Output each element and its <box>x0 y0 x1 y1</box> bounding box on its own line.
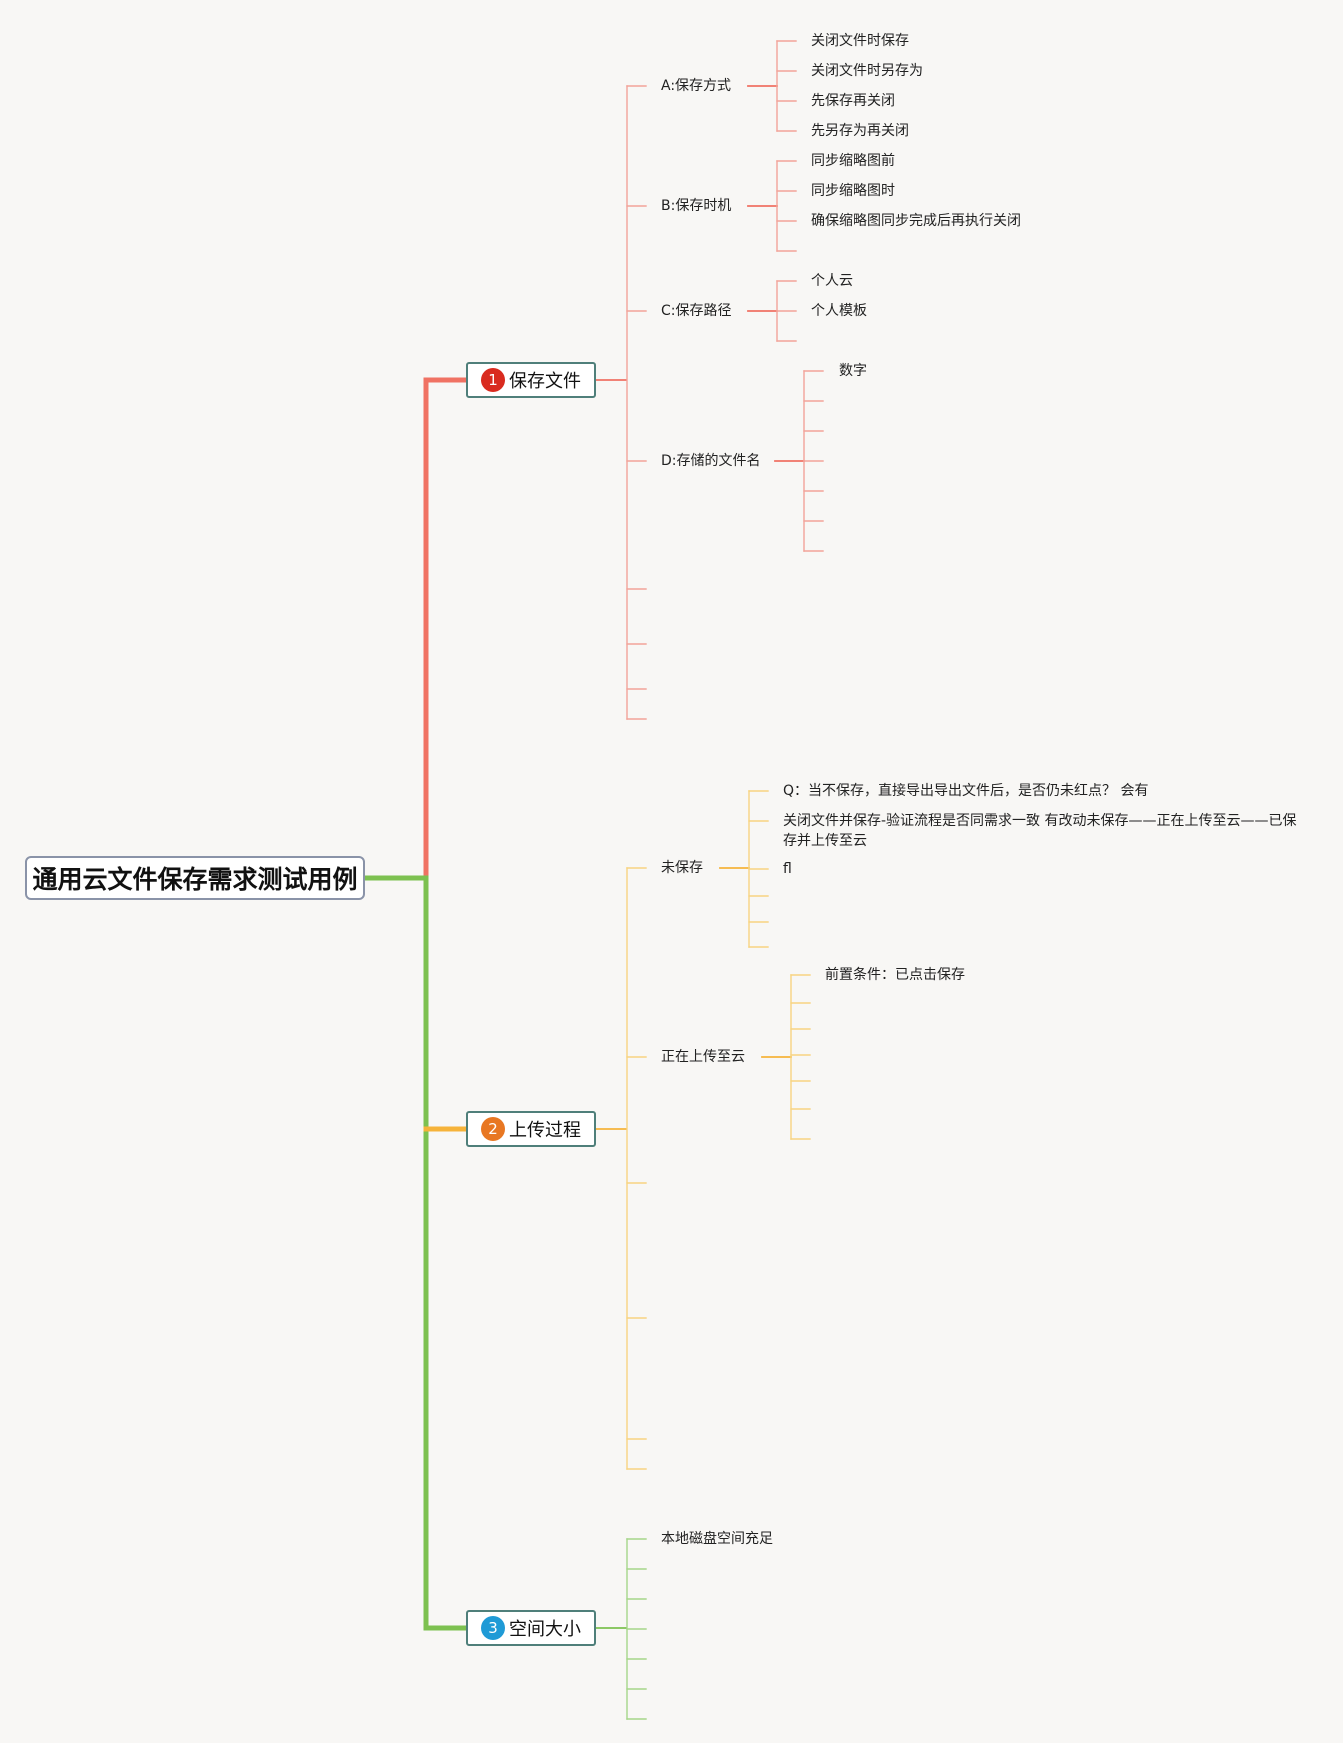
leaf-item[interactable]: 数字 <box>839 363 867 379</box>
branch-node-upload-process[interactable]: 2 上传过程 <box>466 1111 596 1147</box>
branch-node-space-size[interactable]: 3 空间大小 <box>466 1610 596 1646</box>
root-topic-label: 通用云文件保存需求测试用例 <box>32 865 358 894</box>
leaf-item[interactable]: 先保存再关闭 <box>811 93 895 109</box>
number-badge-1: 1 <box>481 368 505 392</box>
leaf-item[interactable]: 同步缩略图时 <box>811 183 895 199</box>
leaf-item[interactable]: 先另存为再关闭 <box>811 123 909 139</box>
leaf-item[interactable]: 个人云 <box>811 273 853 289</box>
subtopic-save-timing[interactable]: B:保存时机 <box>661 198 732 214</box>
leaf-item[interactable]: fl <box>783 861 792 877</box>
subtopic-unsaved[interactable]: 未保存 <box>661 860 703 876</box>
subtopic-stored-filename[interactable]: D:存储的文件名 <box>661 453 761 469</box>
leaf-item[interactable]: Q：当不保存，直接导出导出文件后，是否仍未红点？ 会有 <box>783 783 1149 799</box>
number-badge-3: 3 <box>481 1616 505 1640</box>
leaf-item[interactable]: 确保缩略图同步完成后再执行关闭 <box>811 213 1021 229</box>
branch-label: 保存文件 <box>509 371 581 392</box>
branch-node-save-file[interactable]: 1 保存文件 <box>466 362 596 398</box>
leaf-item[interactable]: 关闭文件并保存-验证流程是否同需求一致 有改动未保存——正在上传至云——已保存并… <box>783 813 1297 849</box>
subtopic-save-path[interactable]: C:保存路径 <box>661 303 732 319</box>
subtopic-local-disk-space[interactable]: 本地磁盘空间充足 <box>661 1531 773 1547</box>
root-topic[interactable]: 通用云文件保存需求测试用例 <box>25 856 365 900</box>
leaf-item[interactable]: 同步缩略图前 <box>811 153 895 169</box>
subtopic-save-method[interactable]: A:保存方式 <box>661 78 732 94</box>
leaf-item[interactable]: 个人模板 <box>811 303 867 319</box>
number-badge-2: 2 <box>481 1117 505 1141</box>
leaf-item[interactable]: 关闭文件时另存为 <box>811 63 923 79</box>
subtopic-uploading[interactable]: 正在上传至云 <box>661 1049 745 1065</box>
branch-label: 上传过程 <box>509 1120 581 1141</box>
branch-label: 空间大小 <box>509 1619 581 1640</box>
leaf-item[interactable]: 前置条件：已点击保存 <box>825 967 965 983</box>
leaf-item[interactable]: 关闭文件时保存 <box>811 33 909 49</box>
